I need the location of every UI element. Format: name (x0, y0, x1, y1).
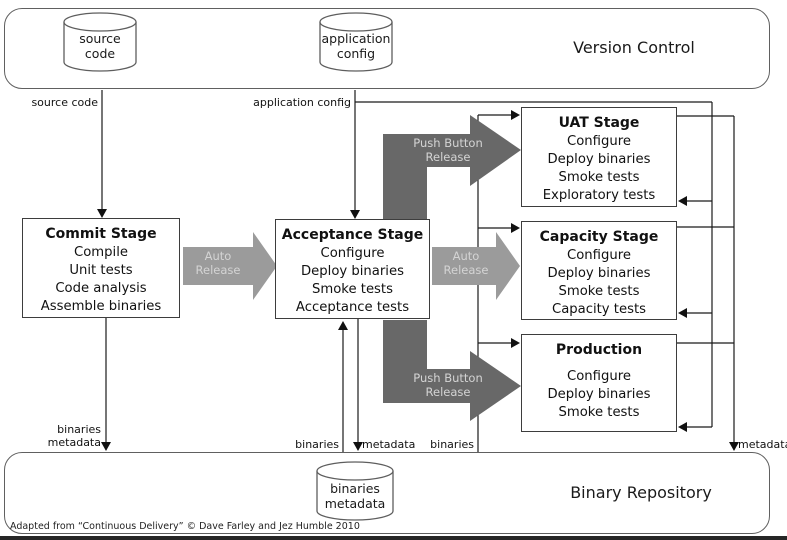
stage-item: Configure (567, 248, 631, 263)
stage-item: Smoke tests (558, 405, 640, 420)
production-stage-box: Production Configure Deploy binaries Smo… (521, 334, 677, 432)
stage-item: Configure (567, 369, 631, 384)
acceptance-stage-title: Acceptance Stage (281, 227, 424, 243)
application-config-cylinder-icon (319, 12, 393, 72)
stage-item: Deploy binaries (301, 264, 404, 279)
binaries-metadata-store-label: binaries metadata (324, 481, 386, 511)
stage-item: Exploratory tests (542, 188, 656, 203)
version-control-title: Version Control (573, 38, 695, 57)
binary-repository-title: Binary Repository (570, 483, 712, 502)
production-stage-title: Production (555, 342, 643, 358)
stage-item: Code analysis (55, 281, 147, 296)
stages-binaries-edge-label: binaries (430, 438, 474, 451)
auto-release-arrow-2 (432, 232, 520, 300)
auto-release-arrow-1 (183, 232, 277, 300)
stage-item: Smoke tests (312, 282, 393, 297)
stage-item: Capacity tests (551, 302, 647, 317)
binaries-metadata-cylinder-icon (316, 461, 394, 521)
application-config-edge-label: application config (253, 96, 351, 109)
application-config-store-label: application config (321, 31, 391, 61)
attribution-text: Adapted from “Continuous Delivery” © Dav… (10, 521, 360, 532)
commit-stage-box: Commit Stage Compile Unit tests Code ana… (22, 218, 180, 318)
commit-output-edge-label-line1: binaries (57, 423, 101, 436)
source-code-store-label: source code (79, 31, 121, 61)
source-code-cylinder-icon (63, 12, 137, 72)
acceptance-binaries-edge-label: binaries (295, 438, 339, 451)
uat-stage-title: UAT Stage (558, 115, 640, 131)
push-button-release-arrow-up (383, 115, 521, 219)
push-button-release-label-down: Push Button Release (413, 371, 483, 399)
stage-item: Smoke tests (558, 284, 640, 299)
auto-release-label-2: Auto Release (443, 249, 489, 277)
commit-stage-title: Commit Stage (45, 226, 157, 242)
stage-item: Deploy binaries (547, 387, 651, 402)
stage-item: Smoke tests (558, 170, 640, 185)
acceptance-stage-box: Acceptance Stage Configure Deploy binari… (275, 219, 430, 319)
auto-release-label-1: Auto Release (195, 249, 241, 277)
uat-stage-box: UAT Stage Configure Deploy binaries Smok… (521, 107, 677, 207)
source-code-edge-label: source code (31, 96, 98, 109)
capacity-stage-title: Capacity Stage (539, 229, 659, 245)
push-button-release-arrow-down (383, 320, 521, 421)
bottom-border-bar (0, 536, 787, 540)
stage-item: Assemble binaries (40, 299, 162, 314)
stage-item: Deploy binaries (547, 266, 651, 281)
stage-item: Compile (74, 245, 128, 260)
stages-metadata-edge-label: metadata (738, 438, 787, 451)
push-button-release-label-up: Push Button Release (413, 136, 483, 164)
stage-item: Acceptance tests (295, 300, 410, 315)
capacity-stage-box: Capacity Stage Configure Deploy binaries… (521, 221, 677, 320)
acceptance-metadata-edge-label: metadata (362, 438, 416, 451)
stage-item: Configure (320, 246, 385, 261)
connector-arrowheads (97, 110, 739, 451)
commit-output-edge-label-line2: metadata (47, 436, 101, 449)
stage-item: Configure (567, 134, 631, 149)
stage-item: Deploy binaries (547, 152, 651, 167)
stage-item: Unit tests (69, 263, 133, 278)
